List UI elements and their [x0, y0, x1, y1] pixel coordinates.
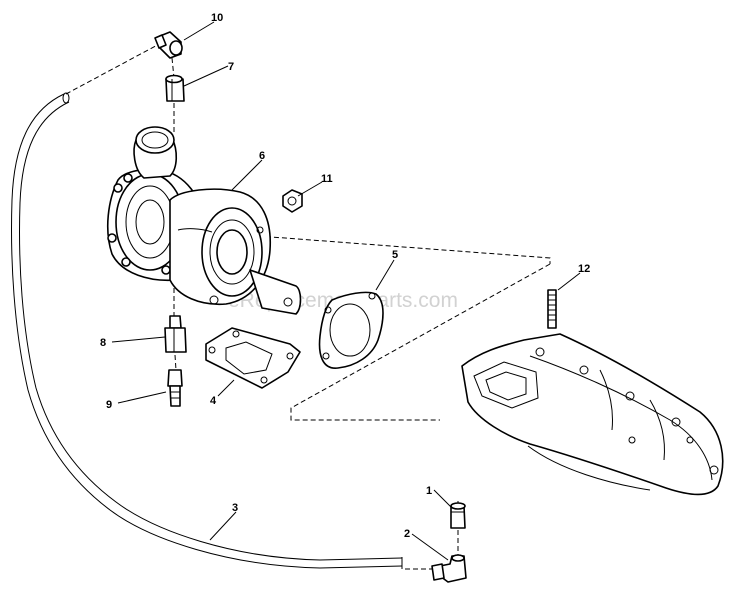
part-4-flange-gasket: [205, 327, 301, 389]
part-8-adapter-fitting: [164, 315, 187, 353]
part-7-nut: [165, 74, 185, 102]
part-5-turbine-gasket: [318, 291, 384, 369]
part-11-flange-nut: [282, 189, 303, 213]
callout-12: 12: [578, 263, 590, 275]
callout-7: 7: [228, 61, 234, 73]
callout-leaders: [111, 21, 581, 561]
callout-8: 8: [100, 337, 106, 349]
callout-4: 4: [210, 395, 217, 407]
part-1-plug-fitting: [450, 502, 466, 529]
part-10-elbow-fitting: [154, 31, 183, 59]
callout-2: 2: [404, 528, 410, 540]
part-3-oil-drain-tube: [11, 92, 403, 569]
part-12-stud: [547, 289, 557, 329]
assembly-guide-lines: [65, 41, 551, 570]
callout-3: 3: [232, 502, 238, 514]
callout-1: 1: [426, 485, 432, 497]
callout-5: 5: [392, 249, 398, 261]
part-2-elbow-fitting: [431, 554, 467, 583]
callout-labels: 10 7 6 11 5 12 8 9 4 3 1 2: [100, 12, 590, 540]
part-9-connector-fitting: [167, 369, 183, 407]
callout-6: 6: [259, 150, 265, 162]
part-6-turbocharger: [106, 126, 302, 315]
callout-9: 9: [106, 399, 112, 411]
callout-10: 10: [211, 12, 223, 24]
callout-11: 11: [321, 173, 333, 185]
exhaust-manifold: [461, 333, 724, 496]
